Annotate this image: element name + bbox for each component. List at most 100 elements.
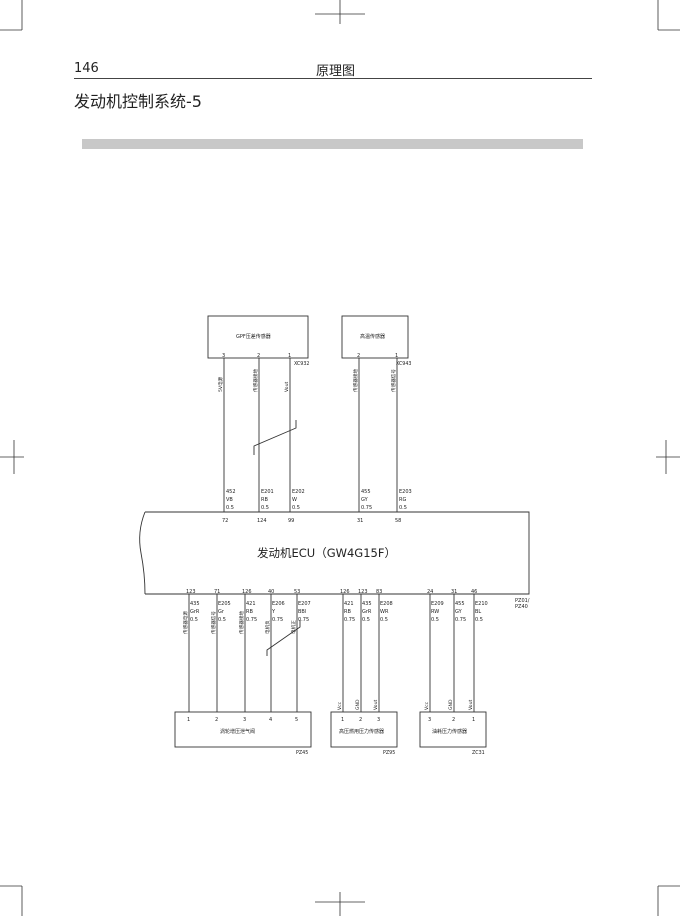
gpf-wire-signal: 传感器接地 (252, 369, 259, 392)
hpfuel-pin-number: 1 (341, 717, 344, 723)
oil-wire-circuit: 455 (455, 601, 465, 607)
ecu-label: 发动机ECU（GW4G15F） (257, 546, 396, 560)
temp-ecu-pin: 58 (395, 518, 401, 524)
turbo-pin-number: 3 (243, 717, 246, 723)
temp-pin-number: 1 (395, 353, 398, 359)
turbo-wire-signal: 传感器电源 (182, 611, 189, 634)
hpfuel-component-name: 高压燃用压力传感器 (339, 728, 384, 735)
header-rule (74, 78, 592, 79)
turbo-pin-number: 5 (295, 717, 298, 723)
hpfuel-wire-signal: Vout (373, 699, 379, 710)
gpf-wire-circuit: E201 (261, 489, 274, 495)
temp-component-box (341, 315, 409, 359)
oil-wire-signal: Vout (468, 699, 474, 710)
turbo-wire-color: Y (271, 609, 276, 615)
hpfuel-ecu-pin: 83 (376, 589, 382, 595)
temp-connector-label: XC943 (396, 361, 411, 367)
turbo-wire-circuit: E206 (272, 601, 285, 607)
temp-wire-circuit: 455 (361, 489, 371, 495)
gpf-wire-size: 0.5 (226, 505, 234, 511)
hpfuel-pin-number: 3 (377, 717, 380, 723)
hpfuel-connector-label: PZ95 (383, 750, 395, 756)
twisted-pair-symbol (253, 420, 297, 455)
temp-component-name: 高温传感器 (360, 333, 385, 340)
oil-wire-circuit: E210 (475, 601, 488, 607)
temp-wire-circuit: E203 (399, 489, 412, 495)
hpfuel-wire-color: WR (380, 609, 389, 615)
oil-ecu-pin: 31 (451, 589, 457, 595)
turbo-wire-circuit: E205 (218, 601, 231, 607)
turbo-wire-size: 0.5 (218, 617, 226, 623)
oil-wire-circuit: E209 (431, 601, 444, 607)
oil-wire-size: 0.75 (455, 617, 466, 623)
hpfuel-wire-circuit: E208 (380, 601, 393, 607)
gpf-wire-circuit: 452 (226, 489, 236, 495)
gpf-wire-size: 0.5 (292, 505, 300, 511)
twisted-pair-symbol (266, 620, 301, 656)
turbo-ecu-pin: 126 (242, 589, 252, 595)
ecu-connector-label: PZ01/ (515, 598, 530, 604)
oil-wire-signal: GND (448, 699, 454, 710)
turbo-component-box (174, 711, 312, 748)
gpf-wire-signal: Vout (284, 381, 290, 392)
hpfuel-wire-color: GrR (362, 609, 372, 615)
turbo-pin-number: 2 (215, 717, 218, 723)
turbo-wire-signal: 电机负 (264, 620, 271, 634)
turbo-wire-size: 0.75 (246, 617, 257, 623)
gpf-connector-label: XC932 (294, 361, 309, 367)
gpf-wire-signal: 5V电源 (217, 376, 224, 392)
hpfuel-wire-circuit: 421 (344, 601, 354, 607)
gpf-pin-number: 3 (222, 353, 225, 359)
gpf-wire-color: RB (261, 497, 268, 503)
gpf-ecu-pin: 72 (222, 518, 228, 524)
oil-wire-color: RW (431, 609, 439, 615)
hpfuel-ecu-pin: 123 (358, 589, 368, 595)
turbo-wire-size: 0.75 (272, 617, 283, 623)
turbo-component-name: 涡轮增压泄气阀 (220, 728, 255, 735)
gpf-wire-size: 0.5 (261, 505, 269, 511)
oil-wire-size: 0.5 (431, 617, 439, 623)
oil-component-box (419, 711, 487, 748)
temp-ecu-pin: 31 (357, 518, 363, 524)
hpfuel-pin-number: 2 (359, 717, 362, 723)
turbo-ecu-pin: 40 (268, 589, 274, 595)
oil-connector-label: ZC31 (472, 750, 485, 756)
oil-wire-color: BL (475, 609, 481, 615)
turbo-pin-number: 4 (269, 717, 272, 723)
temp-wire-color: RG (399, 497, 406, 503)
page-number: 146 (74, 61, 99, 76)
gpf-wire-color: W (292, 497, 297, 503)
turbo-wire-color: GrR (190, 609, 200, 615)
hpfuel-wire-size: 0.5 (380, 617, 388, 623)
turbo-pin-number: 1 (187, 717, 190, 723)
turbo-ecu-pin: 71 (214, 589, 220, 595)
turbo-wire-color: BBl (298, 609, 306, 615)
turbo-wire-signal: 传感器接地 (238, 611, 245, 634)
gpf-component-box (207, 315, 309, 359)
gpf-wire-circuit: E202 (292, 489, 305, 495)
turbo-wire-color: Gr (218, 609, 225, 615)
temp-wire-signal: 传感器信号 (390, 369, 397, 392)
diagram-content: 发动机ECU（GW4G15F）PZ01/PZ40GPF压差传感器XC93235V… (139, 315, 530, 756)
turbo-wire-signal: 电机正 (290, 620, 297, 634)
oil-pin-number: 2 (452, 717, 455, 723)
gpf-pin-number: 2 (257, 353, 260, 359)
gpf-ecu-pin: 99 (288, 518, 294, 524)
turbo-ecu-pin: 53 (294, 589, 300, 595)
hpfuel-wire-size: 0.75 (344, 617, 355, 623)
oil-wire-signal: Vcc (424, 701, 430, 710)
hpfuel-ecu-pin: 126 (340, 589, 350, 595)
gpf-component-name: GPF压差传感器 (236, 333, 271, 340)
ecu-box-break (139, 511, 146, 595)
turbo-wire-color: RB (246, 609, 253, 615)
oil-ecu-pin: 46 (471, 589, 477, 595)
ecu-box-outline (145, 511, 530, 595)
oil-ecu-pin: 24 (427, 589, 433, 595)
turbo-wire-signal: 传感器信号 (210, 611, 217, 634)
turbo-wire-size: 0.5 (190, 617, 198, 623)
temp-wire-color: GY (361, 497, 369, 503)
temp-wire-size: 0.5 (399, 505, 407, 511)
temp-pin-number: 2 (357, 353, 360, 359)
gpf-ecu-pin: 124 (257, 518, 267, 524)
